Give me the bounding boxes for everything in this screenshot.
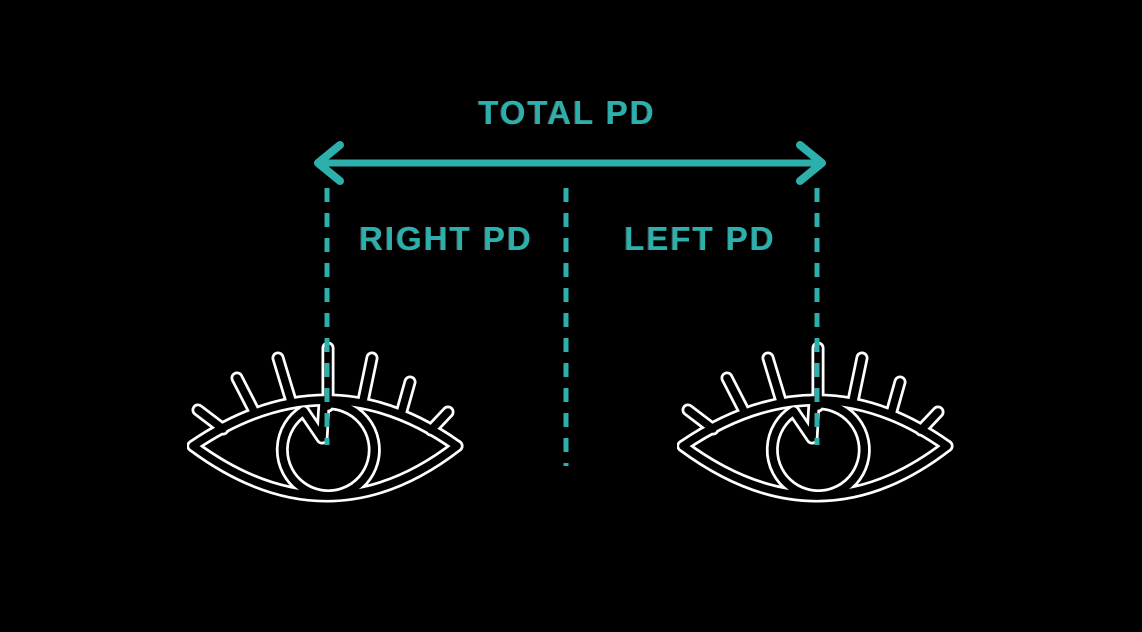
total-pd-arrow	[314, 141, 826, 185]
right-pd-label: RIGHT PD	[359, 220, 533, 257]
arrowhead-left	[314, 141, 344, 185]
double-headed-arrow-icon	[314, 141, 826, 185]
total-pd-label: TOTAL PD	[478, 94, 656, 131]
eye-ink-stroke	[193, 348, 457, 496]
eye-ink-stroke	[683, 348, 947, 496]
arrowhead-right	[796, 141, 826, 185]
left-eye-icon	[677, 332, 957, 522]
right-eye-icon	[187, 332, 467, 522]
left-pd-label: LEFT PD	[624, 220, 776, 257]
